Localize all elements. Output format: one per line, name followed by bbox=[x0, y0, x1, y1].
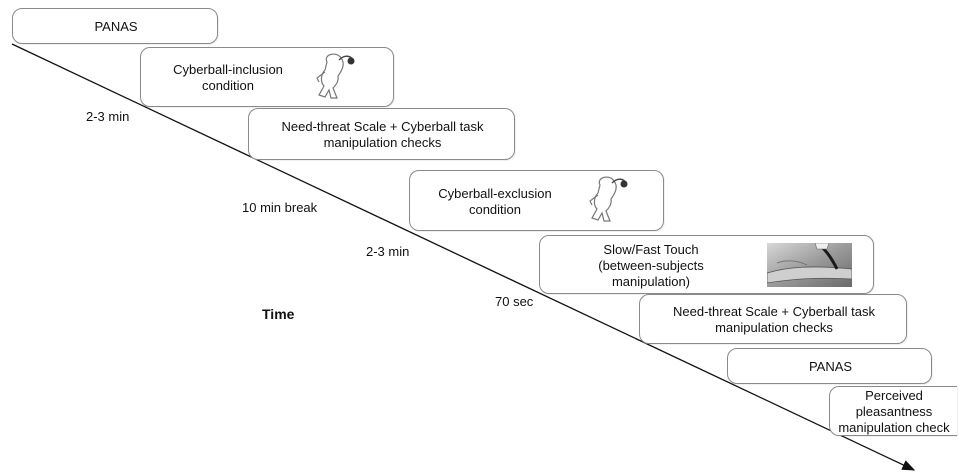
step-need-threat-2-line-2: manipulation checks bbox=[715, 320, 833, 335]
cyberball-figure-icon bbox=[316, 53, 355, 99]
step-touch-manipulation: Slow/Fast Touch (between-subjects manipu… bbox=[539, 235, 874, 294]
step-cyberball-inclusion: Cyberball-inclusion condition bbox=[140, 47, 394, 107]
step-need-threat-1-line-1: Need-threat Scale + Cyberball task bbox=[281, 119, 484, 134]
step-pleasantness-line-2: pleasantness bbox=[855, 404, 933, 419]
arm-stroke-photo-icon bbox=[767, 243, 852, 287]
step-touch-line-1: Slow/Fast Touch bbox=[603, 241, 699, 257]
duration-label-2: 10 min break bbox=[242, 200, 318, 215]
step-need-threat-1: Need-threat Scale + Cyberball task manip… bbox=[248, 108, 515, 160]
step-touch-line-3: manipulation) bbox=[611, 273, 691, 289]
duration-label-1: 2-3 min bbox=[86, 109, 130, 124]
step-need-threat-2: Need-threat Scale + Cyberball task manip… bbox=[639, 294, 907, 344]
duration-label-3: 2-3 min bbox=[366, 244, 410, 259]
step-panas-baseline: PANAS bbox=[12, 8, 218, 44]
step-touch-line-2: (between-subjects bbox=[598, 257, 704, 273]
cyberball-figure-icon bbox=[589, 176, 628, 222]
time-axis-label: Time bbox=[262, 306, 295, 322]
step-cyberball-exclusion: Cyberball-exclusion condition bbox=[409, 170, 664, 231]
step-pleasantness-line-3: manipulation check bbox=[838, 420, 950, 435]
duration-label-4: 70 sec bbox=[495, 294, 534, 309]
step-panas-post-text: PANAS bbox=[808, 359, 853, 374]
step-cyberball-exclusion-line-2: condition bbox=[468, 201, 522, 217]
step-cyberball-inclusion-line-1: Cyberball-inclusion bbox=[173, 62, 283, 77]
step-panas-post: PANAS bbox=[727, 348, 932, 384]
step-cyberball-inclusion-line-2: condition bbox=[201, 78, 255, 93]
step-pleasantness-line-1: Perceived bbox=[865, 388, 923, 403]
step-panas-baseline-text: PANAS bbox=[94, 19, 138, 34]
step-need-threat-2-line-1: Need-threat Scale + Cyberball task bbox=[673, 304, 875, 319]
step-cyberball-exclusion-line-1: Cyberball-exclusion bbox=[438, 185, 552, 201]
step-pleasantness-check: Perceived pleasantness manipulation chec… bbox=[829, 386, 957, 436]
step-need-threat-1-line-2: manipulation checks bbox=[323, 135, 442, 150]
